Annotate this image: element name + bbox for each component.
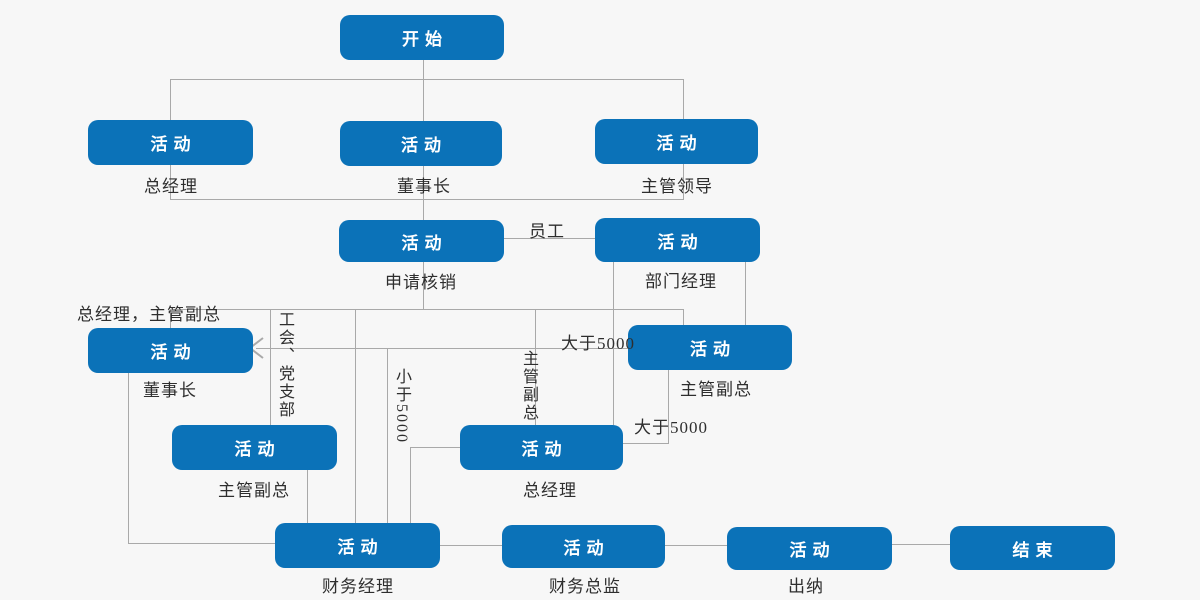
connector-line <box>683 164 684 199</box>
connector-line <box>423 60 424 79</box>
connector-line <box>270 309 271 425</box>
connector-line <box>170 199 684 200</box>
connector-line <box>683 309 684 325</box>
connector-line <box>623 443 669 444</box>
connector-line <box>170 309 684 310</box>
connector-line <box>170 165 171 199</box>
edge-label-employee: 员工 <box>529 222 565 241</box>
connector-line <box>423 79 424 121</box>
connector-line <box>892 544 950 545</box>
connector-line <box>256 348 628 349</box>
edge-label-deputy-gm: 主管副总 <box>520 350 537 422</box>
node-finance-manager[interactable]: 活动 <box>275 523 440 568</box>
node-chairman-2[interactable]: 活动 <box>88 328 253 373</box>
connector-line <box>128 543 275 544</box>
node-deputy-gm-right[interactable]: 活动 <box>628 325 792 370</box>
connector-line <box>613 262 614 425</box>
node-dept-manager[interactable]: 活动 <box>595 218 760 262</box>
connector-line <box>410 447 411 523</box>
node-general-manager[interactable]: 活动 <box>88 120 253 165</box>
edge-label-over-5000-bottom: 大于5000 <box>634 418 708 437</box>
node-cashier[interactable]: 活动 <box>727 527 892 570</box>
connector-line <box>535 309 536 425</box>
connector-line <box>423 262 424 309</box>
edge-label-union-party-branch: 工会、党支部 <box>276 311 293 419</box>
connector-line <box>355 309 356 523</box>
caption-chairman-2: 董事长 <box>143 381 197 400</box>
connector-line <box>170 79 684 80</box>
connector-line <box>665 545 727 546</box>
caption-deputy-gm-left: 主管副总 <box>218 481 290 500</box>
connector-line <box>387 348 388 523</box>
node-start[interactable]: 开始 <box>340 15 504 60</box>
node-end[interactable]: 结束 <box>950 526 1115 570</box>
caption-dept-manager: 部门经理 <box>645 272 717 291</box>
caption-finance-director: 财务总监 <box>549 577 621 596</box>
node-apply-writeoff[interactable]: 活动 <box>339 220 504 262</box>
node-deputy-gm-left[interactable]: 活动 <box>172 425 337 470</box>
caption-general-manager-2: 总经理 <box>523 481 577 500</box>
connector-line <box>440 545 502 546</box>
connector-line <box>307 470 308 523</box>
connector-line <box>668 370 669 443</box>
caption-apply-writeoff: 申请核销 <box>385 273 457 292</box>
node-supervisor-leader[interactable]: 活动 <box>595 119 758 164</box>
node-chairman[interactable]: 活动 <box>340 121 502 166</box>
connector-line <box>683 79 684 119</box>
connector-line <box>410 447 460 448</box>
edge-label-over-5000-top: 大于5000 <box>561 334 635 353</box>
edge-label-gm-deputy-gm: 总经理，主管副总 <box>77 305 221 324</box>
caption-general-manager: 总经理 <box>144 177 198 196</box>
caption-finance-manager: 财务经理 <box>322 577 394 596</box>
node-general-manager-2[interactable]: 活动 <box>460 425 623 470</box>
connector-line <box>423 199 424 220</box>
edge-label-under-5000: 小于5000 <box>393 368 410 444</box>
caption-cashier: 出纳 <box>788 577 824 596</box>
caption-deputy-gm-right: 主管副总 <box>680 380 752 399</box>
connector-line <box>423 166 424 199</box>
connector-line <box>170 309 171 328</box>
connector-line <box>504 238 595 239</box>
connector-line <box>170 79 171 120</box>
connector-line <box>745 262 746 325</box>
caption-supervisor-leader: 主管领导 <box>641 177 713 196</box>
caption-chairman: 董事长 <box>397 177 451 196</box>
connector-line <box>128 373 129 543</box>
node-finance-director[interactable]: 活动 <box>502 525 665 568</box>
